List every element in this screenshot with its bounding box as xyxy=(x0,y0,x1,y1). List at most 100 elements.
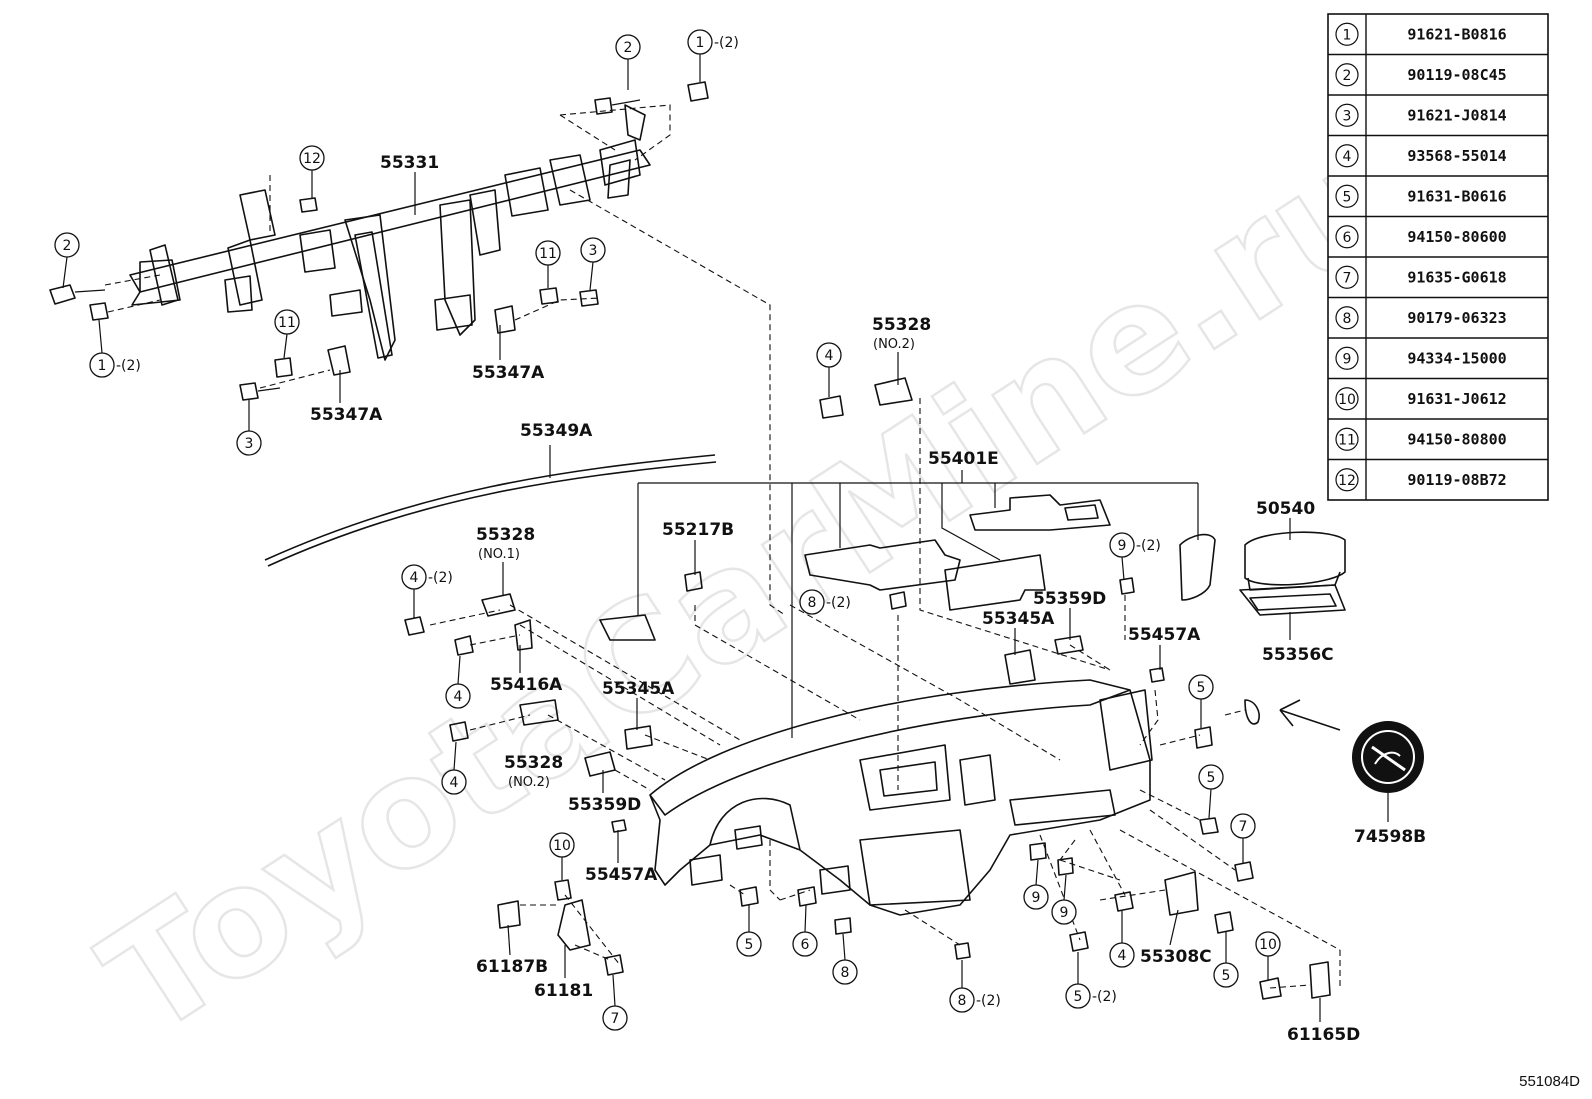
table-ref-number: 9 xyxy=(1343,351,1352,367)
part-label: 55331 xyxy=(380,153,439,173)
beam-dashed-guides xyxy=(104,104,786,616)
callout-number: 4 xyxy=(825,348,834,364)
table-ref-circle xyxy=(1335,387,1359,411)
quantity-note: -(2) xyxy=(116,358,141,374)
part-label: 61187B xyxy=(476,957,548,977)
quantity-note: -(2) xyxy=(1136,538,1161,554)
airbag-label-sticker xyxy=(1279,699,1424,822)
part-label: 55416A xyxy=(490,675,563,695)
part-label: 55457A xyxy=(585,865,658,885)
part-label: 74598B xyxy=(1354,827,1426,847)
callout-number: 3 xyxy=(245,436,254,452)
table-ref-circle xyxy=(1335,468,1359,492)
table-part-number: 91631-B0616 xyxy=(1407,187,1506,205)
callout-number: 7 xyxy=(611,1011,620,1027)
part-sublabel: (NO.1) xyxy=(478,547,520,562)
table-ref-circle xyxy=(1335,103,1359,127)
quantity-note: -(2) xyxy=(976,993,1001,1009)
table-ref-number: 3 xyxy=(1343,108,1352,124)
part-sublabel: (NO.2) xyxy=(873,337,915,352)
panel-dashed-guides xyxy=(429,398,1341,990)
diagram-code: 551084D xyxy=(1519,1073,1580,1090)
callout-number: 11 xyxy=(539,246,557,262)
part-label: 55345A xyxy=(982,609,1055,629)
part-label: 55359D xyxy=(568,795,641,815)
table-ref-number: 10 xyxy=(1338,392,1356,408)
table-ref-number: 12 xyxy=(1338,473,1356,489)
callout-number: 4 xyxy=(454,689,463,705)
callout-number: 2 xyxy=(624,40,633,56)
callout-number: 6 xyxy=(801,937,810,953)
callout-number: 2 xyxy=(63,238,72,254)
defroster-nozzle xyxy=(264,445,717,567)
table-ref-number: 11 xyxy=(1338,432,1356,448)
part-label: 55308C xyxy=(1140,947,1212,967)
part-label: 55359D xyxy=(1033,589,1106,609)
table-ref-circle xyxy=(1335,306,1359,330)
callout-number: 5 xyxy=(1207,770,1216,786)
table-ref-circle xyxy=(1335,346,1359,370)
quantity-note: -(2) xyxy=(428,570,453,586)
callout-number: 5 xyxy=(745,937,754,953)
table-part-number: 91621-B0816 xyxy=(1407,25,1506,43)
table-ref-circle xyxy=(1335,63,1359,87)
table-part-number: 90119-08C45 xyxy=(1407,66,1506,84)
callout-number: 5 xyxy=(1197,680,1206,696)
callout-number: 5 xyxy=(1074,989,1083,1005)
quantity-note: -(2) xyxy=(1092,989,1117,1005)
quantity-note: -(2) xyxy=(826,595,851,611)
table-ref-circle xyxy=(1335,184,1359,208)
table-ref-number: 6 xyxy=(1343,230,1352,246)
watermark: ToyotaCarMine.ru xyxy=(75,112,1421,1070)
part-label: 55328 xyxy=(476,525,535,545)
part-label: 55347A xyxy=(310,405,383,425)
callout-number: 3 xyxy=(589,243,598,259)
callout-number: 9 xyxy=(1032,890,1041,906)
part-label: 55217B xyxy=(662,520,734,540)
table-ref-number: 1 xyxy=(1343,27,1352,43)
callouts: 2 1 -(2) 12 2 1 -(2) 11 3 11 3 4 4 -(2) xyxy=(54,29,1281,1031)
table-part-number: 90119-08B72 xyxy=(1407,471,1506,489)
part-label: 61181 xyxy=(534,981,593,1001)
callout-number: 4 xyxy=(410,570,419,586)
table-part-number: 94150-80600 xyxy=(1407,228,1506,246)
table-ref-number: 2 xyxy=(1343,68,1352,84)
table-part-number: 91621-J0814 xyxy=(1407,106,1506,124)
quantity-note: -(2) xyxy=(714,35,739,51)
table-ref-circle xyxy=(1335,144,1359,168)
callout-number: 1 xyxy=(98,358,107,374)
table-part-number: 91631-J0612 xyxy=(1407,390,1506,408)
table-ref-circle xyxy=(1335,225,1359,249)
table-part-number: 94150-80800 xyxy=(1407,430,1506,448)
part-labels: 55331 55347A 55347A 55349A 55328 (NO.2) … xyxy=(310,153,1426,1045)
label-leaders xyxy=(339,172,1321,1022)
callout-number: 9 xyxy=(1118,538,1127,554)
part-label: 50540 xyxy=(1256,499,1315,519)
callout-number: 8 xyxy=(808,595,817,611)
part-label: 61165D xyxy=(1287,1025,1360,1045)
callout-number: 8 xyxy=(958,993,967,1009)
table-ref-circle xyxy=(1335,427,1359,451)
callout-number: 4 xyxy=(1118,948,1127,964)
callout-number: 7 xyxy=(1239,819,1248,835)
callout-number: 8 xyxy=(841,965,850,981)
instrument-panel xyxy=(649,679,1153,916)
callout-number: 12 xyxy=(303,151,321,167)
beam-fasteners xyxy=(49,81,709,401)
part-label: 55328 xyxy=(504,753,563,773)
small-parts xyxy=(404,377,1331,1000)
callout-number: 5 xyxy=(1222,968,1231,984)
table-part-number: 91635-G0618 xyxy=(1407,268,1506,286)
table-ref-number: 8 xyxy=(1343,311,1352,327)
table-ref-number: 4 xyxy=(1343,149,1352,165)
part-label: 55457A xyxy=(1128,625,1201,645)
part-label: 55401E xyxy=(928,449,999,469)
instrument-panel-reinforcement xyxy=(129,104,651,361)
part-label: 55356C xyxy=(1262,645,1334,665)
part-label: 55349A xyxy=(520,421,593,441)
callout-number: 9 xyxy=(1060,905,1069,921)
table-ref-circle xyxy=(1335,265,1359,289)
callout-number: 4 xyxy=(450,775,459,791)
